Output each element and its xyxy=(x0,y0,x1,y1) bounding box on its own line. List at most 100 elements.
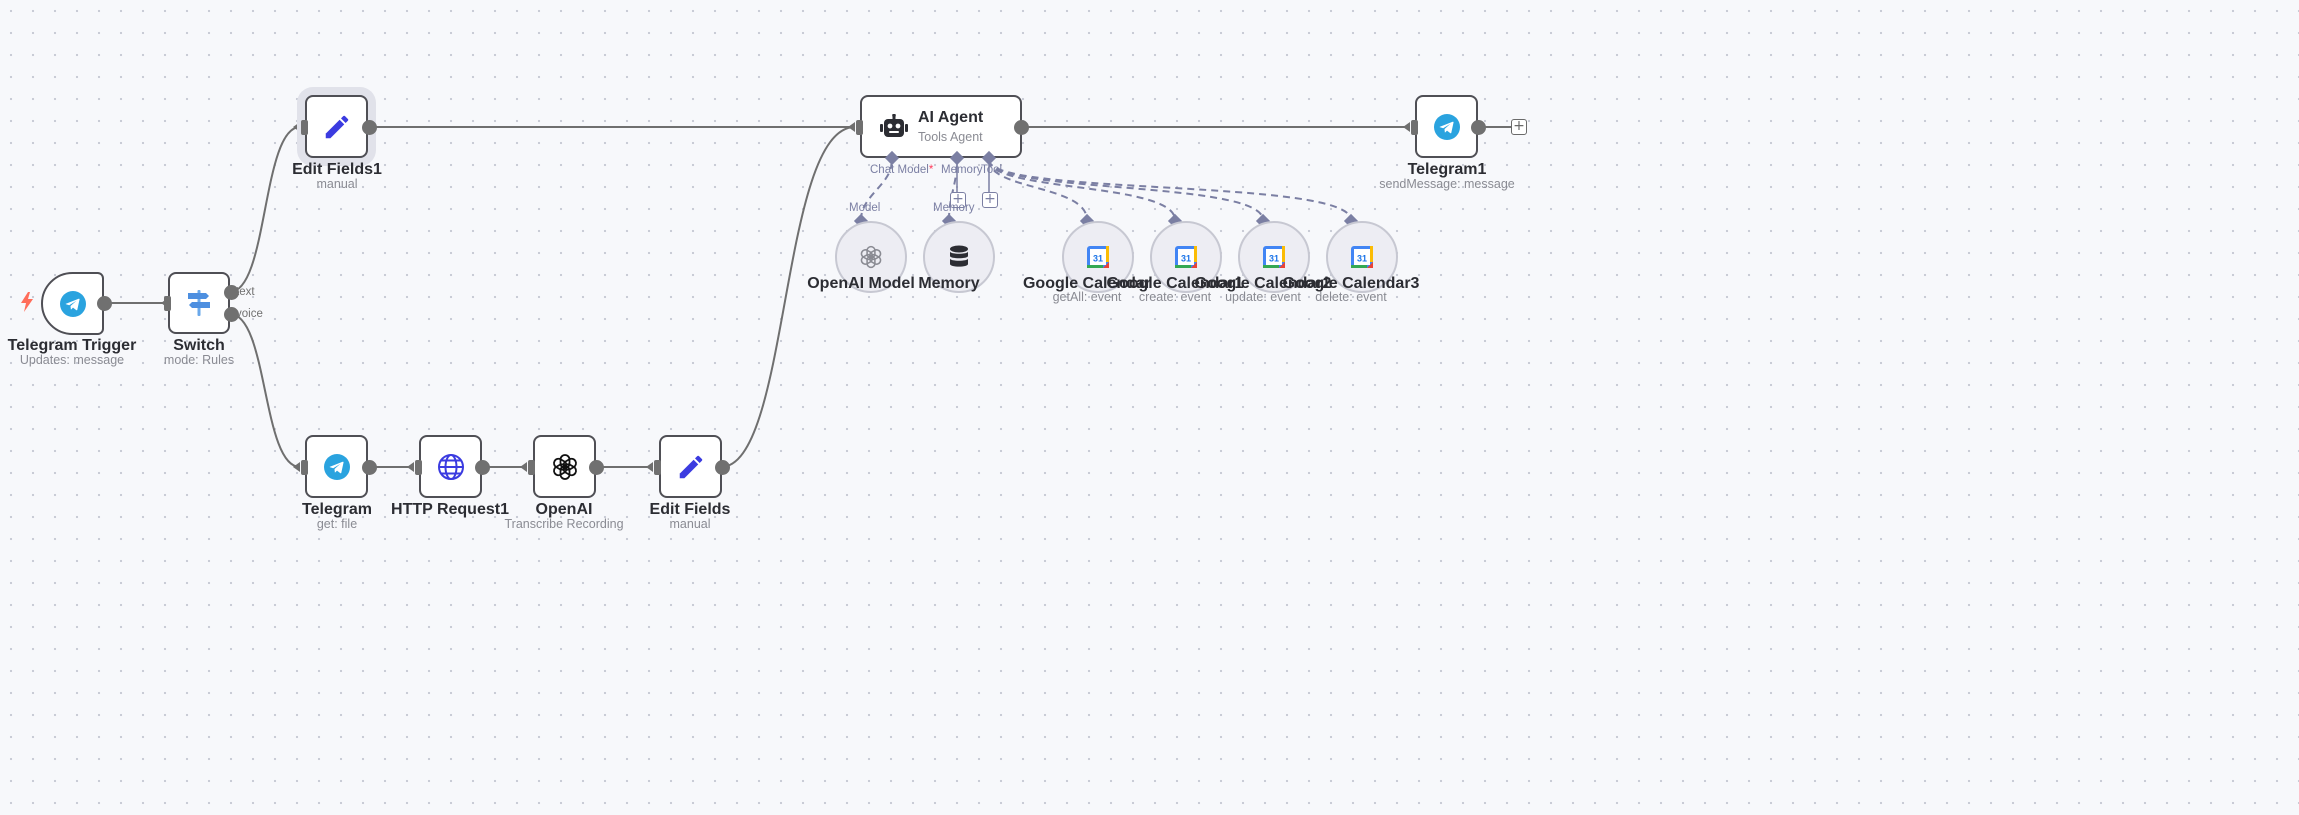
switch-voice-output-handle[interactable] xyxy=(224,307,239,322)
node-sublabel: getAll: event xyxy=(1052,290,1122,304)
arrowhead xyxy=(407,462,414,472)
sub-connection-tool-calendar3 xyxy=(988,159,1352,221)
node-sublabel: create: event xyxy=(1138,290,1212,304)
arrowhead xyxy=(520,462,527,472)
node-openai-model[interactable] xyxy=(835,221,907,293)
add-memory-button[interactable]: + xyxy=(950,192,966,208)
telegram-trigger-output-handle[interactable] xyxy=(97,296,112,311)
memory-node-port-label: Memory xyxy=(933,202,975,214)
http-request1-output-handle[interactable] xyxy=(475,460,490,475)
node-http-request1[interactable] xyxy=(419,435,482,498)
sub-connection-model xyxy=(860,159,893,221)
ai-agent-text: AI Agent Tools Agent xyxy=(918,109,983,144)
sub-connection-tool-calendar1 xyxy=(988,159,1176,221)
node-sublabel: Tools Agent xyxy=(918,130,983,144)
required-marker: * xyxy=(928,164,934,176)
arrowhead xyxy=(293,122,300,132)
telegram-icon xyxy=(323,453,350,480)
node-sublabel: Transcribe Recording xyxy=(504,517,624,531)
node-label: Memory xyxy=(918,275,980,292)
database-icon xyxy=(950,245,968,267)
node-sublabel: get: file xyxy=(316,517,358,531)
telegram-output-handle[interactable] xyxy=(362,460,377,475)
node-sublabel: sendMessage: message xyxy=(1379,177,1515,191)
http-request1-input-handle[interactable] xyxy=(415,460,422,475)
connection-edit-fields-ai-agent xyxy=(720,126,856,468)
node-google-calendar[interactable]: 31 xyxy=(1062,221,1134,293)
google-calendar-icon: 31 xyxy=(1087,246,1109,268)
arrowhead xyxy=(646,462,653,472)
calendar-day: 31 xyxy=(1269,254,1279,264)
chat-model-port-label: Chat Model* xyxy=(870,164,934,176)
switch-text-output-handle[interactable] xyxy=(224,285,239,300)
ai-agent-output-handle[interactable] xyxy=(1014,120,1029,135)
switch-output-label-text: text xyxy=(236,286,255,298)
google-calendar-icon: 31 xyxy=(1263,246,1285,268)
openai-output-handle[interactable] xyxy=(589,460,604,475)
node-label: Telegram xyxy=(302,501,372,518)
telegram-icon xyxy=(59,290,86,317)
node-openai[interactable] xyxy=(533,435,596,498)
edit-fields1-output-handle[interactable] xyxy=(362,120,377,135)
sub-connection-tool-calendar xyxy=(988,159,1088,221)
openai-input-handle[interactable] xyxy=(528,460,535,475)
ai-agent-input-handle[interactable] xyxy=(856,120,863,135)
connection-switch-voice-telegram xyxy=(229,313,301,468)
openai-icon xyxy=(552,453,577,480)
switch-output-label-voice: voice xyxy=(236,308,263,320)
edit-fields-input-handle[interactable] xyxy=(654,460,661,475)
node-ai-agent[interactable]: AI Agent Tools Agent xyxy=(860,95,1022,158)
tool-port-label: Tool xyxy=(981,164,1003,176)
node-sublabel: update: event xyxy=(1225,290,1301,304)
node-telegram1[interactable] xyxy=(1415,95,1478,158)
trigger-bolt-icon xyxy=(21,292,33,312)
memory-port-label: Memory xyxy=(941,164,983,176)
pencil-icon xyxy=(679,455,702,478)
node-google-calendar1[interactable]: 31 xyxy=(1150,221,1222,293)
arrowhead xyxy=(848,122,855,132)
telegram-icon xyxy=(1433,113,1460,140)
node-label: OpenAI Model xyxy=(807,275,915,292)
robot-icon xyxy=(880,113,908,137)
node-label: Google Calendar1 xyxy=(1106,275,1244,292)
node-sublabel: Updates: message xyxy=(19,353,125,367)
telegram1-input-handle[interactable] xyxy=(1411,120,1418,135)
edit-fields-output-handle[interactable] xyxy=(715,460,730,475)
node-label: HTTP Request1 xyxy=(391,501,509,518)
node-label: AI Agent xyxy=(918,109,984,126)
add-node-button[interactable]: + xyxy=(1511,119,1527,135)
node-switch[interactable] xyxy=(168,272,230,334)
sub-connection-tool-calendar2 xyxy=(988,159,1264,221)
telegram-input-handle[interactable] xyxy=(301,460,308,475)
node-edit-fields1[interactable] xyxy=(305,95,368,158)
node-telegram-trigger[interactable] xyxy=(41,272,104,335)
node-telegram[interactable] xyxy=(305,435,368,498)
openai-icon xyxy=(860,245,882,269)
signpost-icon xyxy=(188,290,210,316)
node-label: Switch xyxy=(173,337,225,354)
telegram1-output-handle[interactable] xyxy=(1471,120,1486,135)
node-label: Telegram Trigger xyxy=(7,337,137,354)
switch-input-handle[interactable] xyxy=(164,296,171,311)
node-label: Edit Fields1 xyxy=(292,161,382,178)
node-google-calendar2[interactable]: 31 xyxy=(1238,221,1310,293)
google-calendar-icon: 31 xyxy=(1175,246,1197,268)
calendar-day: 31 xyxy=(1093,254,1103,264)
connection-switch-text-edit-fields1 xyxy=(229,126,301,293)
node-sublabel: delete: event xyxy=(1315,290,1387,304)
node-memory[interactable] xyxy=(923,221,995,293)
node-label: Google Calendar2 xyxy=(1194,275,1332,292)
arrowhead xyxy=(1403,122,1410,132)
globe-icon xyxy=(437,453,464,480)
node-label: Google Calendar xyxy=(1022,275,1152,292)
add-tool-button[interactable]: + xyxy=(982,192,998,208)
node-google-calendar3[interactable]: 31 xyxy=(1326,221,1398,293)
node-label: Edit Fields xyxy=(649,501,731,518)
arrowhead xyxy=(293,462,300,472)
model-port-label: Model xyxy=(849,202,881,214)
edit-fields1-input-handle[interactable] xyxy=(301,120,308,135)
node-edit-fields[interactable] xyxy=(659,435,722,498)
google-calendar-icon: 31 xyxy=(1351,246,1373,268)
calendar-day: 31 xyxy=(1357,254,1367,264)
